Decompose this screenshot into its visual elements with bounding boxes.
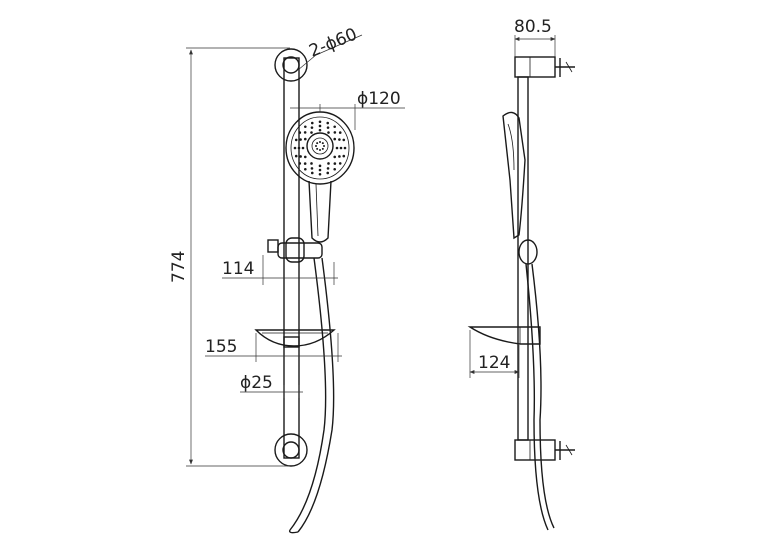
nozzle-dot (326, 126, 330, 129)
dim-holder-offset: 114 (222, 259, 254, 279)
nozzle-dot (310, 171, 314, 175)
nozzle-dot (333, 167, 336, 171)
nozzle-dot (321, 147, 324, 150)
side-hose (525, 263, 549, 531)
dim-dish-width: 155 (205, 337, 237, 357)
nozzle-dot (310, 121, 314, 125)
nozzle-dot (319, 149, 321, 151)
nozzle-dot (333, 137, 337, 141)
nozzle-dot (299, 138, 302, 141)
side-bottom-bracket (514, 439, 575, 461)
nozzle-dot (333, 155, 337, 159)
nozzle-dot (294, 138, 298, 142)
nozzle-dot (301, 146, 305, 150)
side-top-bracket (514, 56, 575, 78)
nozzle-dot (316, 147, 319, 150)
dim-total-height: 774 (169, 251, 189, 283)
shower-handle (308, 180, 332, 243)
nozzle-dot (294, 154, 298, 158)
side-rail (517, 76, 529, 441)
nozzle-dot (326, 171, 330, 175)
nozzle-dot (323, 145, 325, 147)
dim-rail-diameter: ϕ25 (240, 373, 273, 393)
shower-hose (288, 257, 335, 534)
nozzle-dot (327, 131, 330, 134)
nozzle-dot (333, 125, 336, 129)
nozzle-dot (318, 120, 322, 124)
nozzle-dot (304, 167, 307, 171)
side-shower-head (502, 111, 526, 240)
nozzle-dot (327, 162, 330, 165)
shower-head (285, 111, 355, 243)
nozzle-dot (318, 164, 322, 168)
nozzle-dot (298, 162, 302, 165)
nozzle-dot (335, 146, 339, 150)
nozzle-dot (342, 154, 346, 158)
bottom-bracket (274, 433, 308, 467)
soap-dish (254, 329, 336, 348)
nozzle-dot (310, 167, 314, 170)
dim-wall-projection: 80.5 (514, 17, 552, 37)
front-view: 2-ϕ60 ϕ120 774 114 155 ϕ25 (169, 24, 405, 534)
holder-slider (267, 237, 323, 263)
nozzle-dot (326, 167, 330, 170)
nozzle-dot (338, 162, 342, 165)
dim-head-diameter: ϕ120 (357, 89, 401, 109)
nozzle-dot (297, 146, 301, 150)
top-bracket (274, 48, 308, 82)
nozzle-dot (318, 168, 322, 172)
nozzle-dot (326, 121, 330, 125)
nozzle-dot (338, 138, 341, 141)
nozzle-dot (342, 138, 346, 142)
spray-nozzles (293, 120, 347, 176)
side-holder (518, 239, 538, 265)
nozzle-dot (343, 146, 347, 150)
nozzle-dot (339, 146, 343, 150)
nozzle-dot (299, 155, 302, 158)
dim-bracket-diameter: 2-ϕ60 (306, 24, 360, 61)
nozzle-dot (303, 131, 307, 134)
side-soap-dish (467, 326, 541, 345)
nozzle-dot (303, 155, 307, 159)
nozzle-dot (310, 126, 314, 129)
nozzle-dot (310, 162, 313, 165)
nozzle-dot (315, 145, 317, 147)
nozzle-dot (318, 172, 322, 176)
nozzle-dot (310, 131, 313, 134)
nozzle-dot (333, 162, 337, 165)
nozzle-dot (303, 162, 307, 165)
nozzle-dot (316, 142, 319, 145)
nozzle-dot (321, 142, 324, 145)
nozzle-dot (293, 146, 297, 150)
nozzle-dot (333, 131, 337, 134)
nozzle-dot (303, 137, 307, 141)
side-view: 80.5 124 (467, 17, 575, 531)
dim-dish-depth: 124 (478, 353, 510, 373)
nozzle-dot (318, 124, 322, 128)
nozzle-dot (319, 141, 321, 143)
nozzle-dot (338, 131, 342, 134)
nozzle-dot (304, 125, 307, 129)
nozzle-dot (338, 155, 341, 158)
nozzle-dot (318, 128, 322, 132)
nozzle-dot (298, 131, 302, 134)
